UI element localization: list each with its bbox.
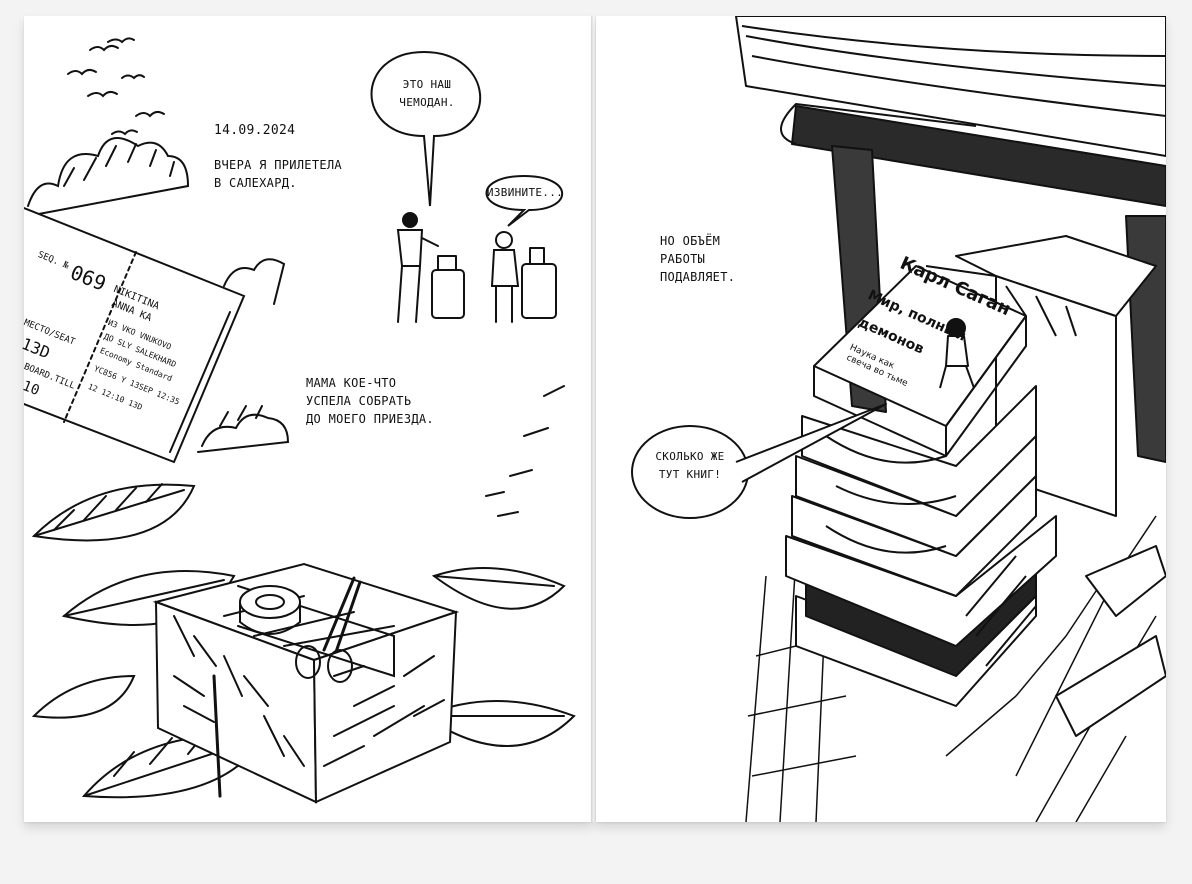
strap-drawing [1055, 545, 1166, 737]
date-caption: 14.09.2024 [214, 123, 296, 138]
left-page: 14.09.2024 ВЧЕРА Я ПРИЛЕТЕЛА В САЛЕХАРД.… [19, 16, 592, 822]
birds-drawing [67, 37, 165, 136]
travelers-drawing [396, 212, 557, 323]
speech-bubble-shape [631, 403, 887, 519]
right-page-illustration [631, 16, 1166, 822]
clouds-drawing [27, 137, 290, 453]
work-caption: НО ОБЪЁМ РАБОТЫ ПОДАВЛЯЕТ. [660, 234, 736, 284]
cardboard-box-drawing [152, 562, 460, 804]
right-page: НО ОБЪЁМ РАБОТЫ ПОДАВЛЯЕТ. СКОЛЬКО ЖЕ ТУ… [596, 16, 1166, 822]
speech-bubbles [370, 50, 564, 227]
book-stack-drawing [785, 385, 1057, 707]
mom-caption: МАМА КОЕ-ЧТО УСПЕЛА СОБРАТЬ ДО МОЕГО ПРИ… [306, 376, 434, 426]
girl-reading-drawing [939, 318, 975, 389]
scissors-drawing [295, 576, 362, 683]
boarding-pass-drawing [24, 207, 246, 464]
book-spine [591, 16, 597, 822]
left-page-illustration [24, 37, 576, 804]
sorry-speech-bubble: ИЗВИНИТЕ... [486, 186, 564, 199]
arrival-caption: ВЧЕРА Я ПРИЛЕТЕЛА В САЛЕХАРД. [214, 158, 342, 190]
books-speech-bubble: СКОЛЬКО ЖЕ ТУТ КНИГ! [655, 450, 725, 481]
suitcase-speech-bubble: ЭТО НАШ ЧЕМОДАН. [399, 78, 455, 109]
tape-roll-drawing [239, 585, 301, 635]
